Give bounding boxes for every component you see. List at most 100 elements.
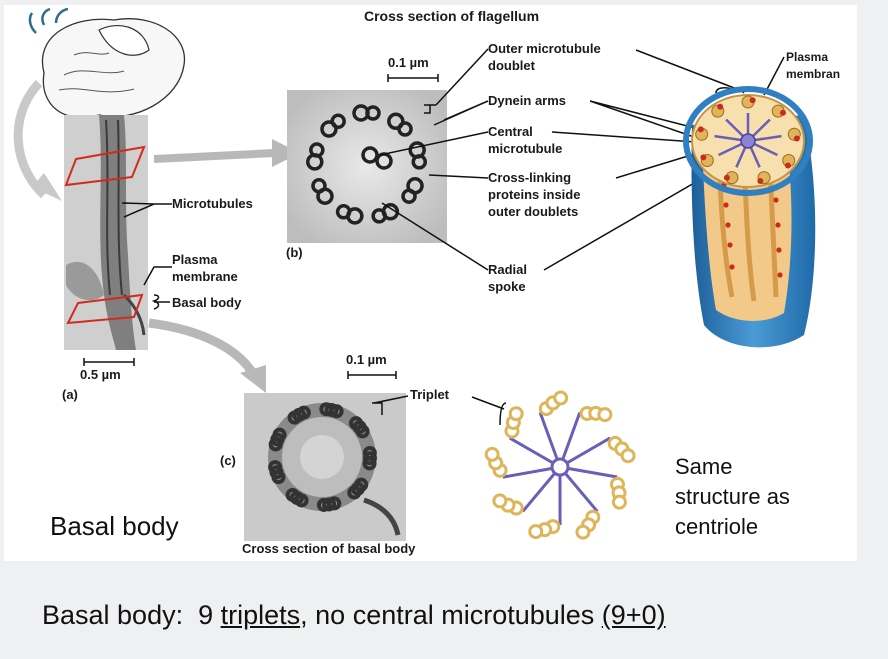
em-triplet-tubule xyxy=(285,487,300,502)
schematic-spoke xyxy=(558,411,582,468)
caption-middle: , no central microtubules xyxy=(300,600,602,630)
schematic-triplet-tubule xyxy=(620,448,636,464)
em-doublet-b xyxy=(330,113,346,130)
schematic-spoke xyxy=(558,466,599,513)
dynein-arm xyxy=(757,177,764,184)
basal-body-cross-section-title: Cross section of basal body xyxy=(242,541,416,556)
em-doublet-b xyxy=(397,121,413,137)
dynein-dot xyxy=(725,222,731,228)
schematic-spoke xyxy=(559,436,611,469)
basal-body-label: Basal body xyxy=(50,511,179,541)
label-outer-doublet-2: doublet xyxy=(488,58,535,73)
schematic-triplet-tubule xyxy=(575,524,591,540)
dynein-dot xyxy=(773,197,779,203)
schematic-spoke xyxy=(559,465,618,479)
panel-c-micrograph xyxy=(244,393,406,541)
em-doublet-b xyxy=(335,204,352,220)
label-cross-linking-1: Cross-linking xyxy=(488,170,572,185)
em-doublet-b xyxy=(309,142,325,158)
schematic-spoke xyxy=(538,412,562,468)
schematic-triplet-tubule xyxy=(508,406,524,422)
scale-label-a: 0.5 µm xyxy=(80,367,121,382)
curved-arrow-a xyxy=(13,79,62,201)
label-microtubules: Microtubules xyxy=(172,196,253,211)
basal-body-section-marker xyxy=(66,293,144,325)
em-doublet-b xyxy=(411,154,428,170)
flagellum-section-marker xyxy=(64,145,146,187)
same-structure-line1: Same xyxy=(675,454,733,479)
em-doublet-b xyxy=(371,208,387,224)
label-plasma-a-2: membrane xyxy=(172,269,238,284)
schematic-triplet-tubule xyxy=(492,493,508,509)
scale-bar-a xyxy=(83,358,135,366)
panel-label-c: (c) xyxy=(220,453,236,468)
dynein-dot xyxy=(776,247,782,253)
arrow-to-panel-c xyxy=(148,318,266,393)
label-plasma-b-1: Plasma xyxy=(786,50,829,64)
triplet-leaders xyxy=(372,395,507,426)
panel-a-micrograph xyxy=(64,115,148,350)
schematic-triplet-tubule xyxy=(553,390,569,406)
label-radial-1: Radial xyxy=(488,262,528,277)
panel-label-b: (b) xyxy=(286,245,303,260)
scale-label-b: 0.1 µm xyxy=(388,55,429,70)
dynein-arm xyxy=(749,97,756,104)
em-doublet-b xyxy=(365,105,381,121)
label-plasma-a-1: Plasma xyxy=(172,252,218,267)
label-central-2: microtubule xyxy=(488,141,563,156)
label-cross-linking-2: proteins inside xyxy=(488,187,581,202)
basal-body-schematic xyxy=(484,390,636,540)
em-doublet-b xyxy=(401,188,417,204)
same-structure-line3: centriole xyxy=(675,514,759,539)
dynein-arm xyxy=(793,135,800,142)
em-triplet-tubule xyxy=(268,460,283,475)
caption-formula: (9+0) xyxy=(601,600,666,630)
slide-caption: Basal body: 9 triplets, no central micro… xyxy=(42,600,666,631)
figure-drawing xyxy=(13,7,816,541)
panel-label-a: (a) xyxy=(62,387,78,402)
em-triplet-tubule xyxy=(347,485,362,500)
em-doublet-b xyxy=(311,178,327,194)
cell-sketch xyxy=(28,7,186,119)
scale-label-c: 0.1 µm xyxy=(346,352,387,367)
em-triplet-tubule xyxy=(355,424,370,439)
dynein-arm xyxy=(697,126,704,133)
em-triplet-tubule xyxy=(272,427,287,442)
schematic-triplet-tubule xyxy=(597,407,613,423)
dynein-arm xyxy=(717,103,724,110)
label-plasma-b-2: membran xyxy=(786,67,841,81)
label-radial-2: spoke xyxy=(488,279,526,294)
label-dynein-arms: Dynein arms xyxy=(488,93,567,108)
caption-triplets: triplets xyxy=(220,600,301,630)
arrow-to-panel-b xyxy=(153,139,300,167)
dynein-dot xyxy=(723,202,729,208)
em-triplet-tubule xyxy=(362,456,377,471)
schematic-spoke xyxy=(502,465,561,479)
em-doublet-a xyxy=(387,112,405,131)
dynein-dot xyxy=(727,242,733,248)
schematic-triplet-tubule xyxy=(484,446,500,462)
dynein-arm xyxy=(784,162,791,169)
label-cross-linking-3: outer doublets xyxy=(488,204,579,219)
flagellum-cross-section-title: Cross section of flagellum xyxy=(364,8,540,24)
label-triplet: Triplet xyxy=(410,387,450,402)
schematic-triplet-tubule xyxy=(528,524,544,540)
em-triplet-tubule xyxy=(296,405,311,420)
dynein-dot xyxy=(775,222,781,228)
panel-a-leaders xyxy=(121,202,172,310)
flagellum-3d-illustration xyxy=(683,86,816,348)
schematic-triplet-tubule xyxy=(611,494,627,510)
schematic-spoke xyxy=(508,436,561,469)
em-triplet-tubule xyxy=(329,404,344,419)
caption-prefix: Basal body: 9 xyxy=(42,600,221,630)
label-central-1: Central xyxy=(488,124,533,139)
scale-bar-b xyxy=(387,74,439,82)
dynein-dot xyxy=(729,264,735,270)
label-outer-doublet-1: Outer microtubule xyxy=(488,41,601,56)
same-structure-line2: structure as xyxy=(675,484,790,509)
figure-panel[interactable]: Cross section of flagellum Microtubules … xyxy=(4,5,857,561)
schematic-spoke xyxy=(521,466,562,513)
scale-bar-c xyxy=(347,371,397,379)
dynein-arm xyxy=(779,109,786,116)
